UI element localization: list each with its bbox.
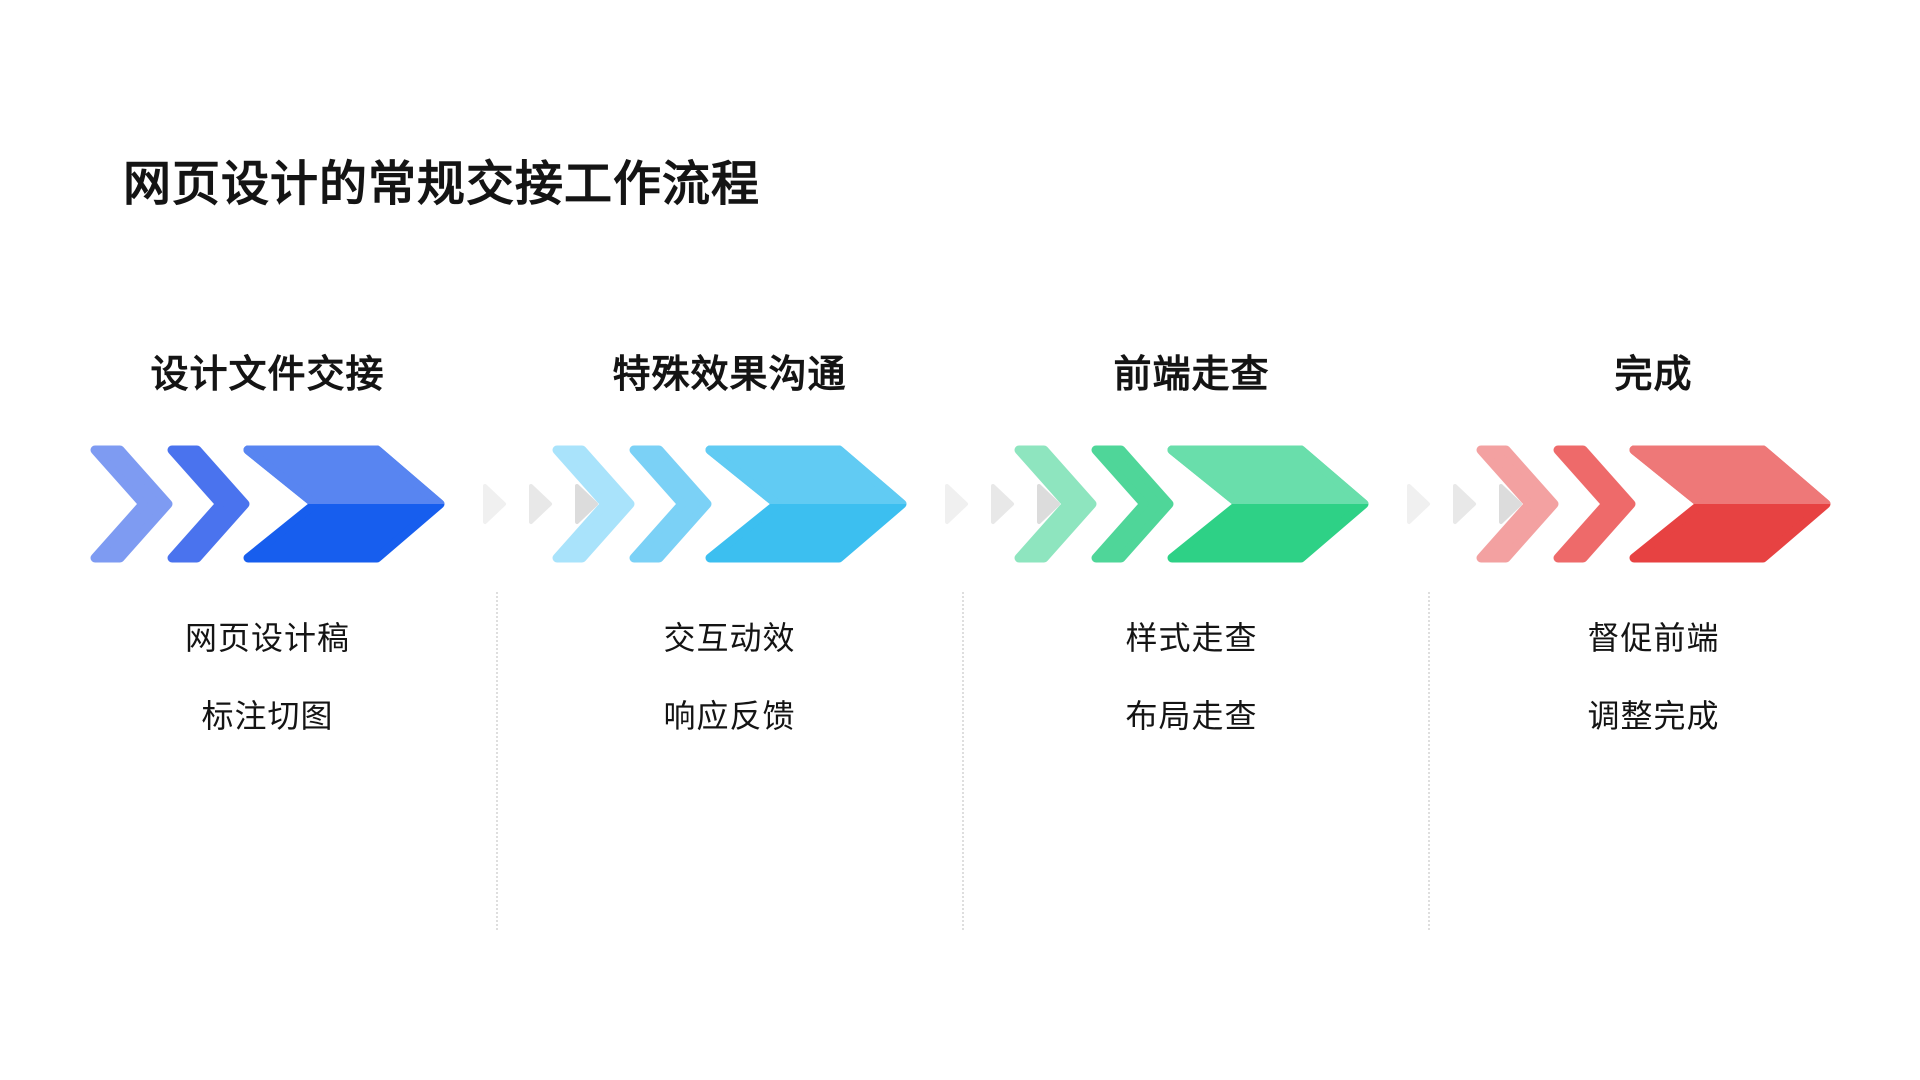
- small-chevron-1-icon: [552, 445, 635, 563]
- connector-triangle-icon: [1453, 484, 1476, 524]
- page-title: 网页设计的常规交接工作流程: [123, 158, 761, 212]
- connector-triangle-icon: [483, 484, 506, 524]
- big-arrow-top-half: [243, 445, 445, 504]
- small-chevron-1-icon: [1476, 445, 1559, 563]
- big-arrow-top-half: [1167, 445, 1369, 504]
- column-separator: [962, 592, 964, 930]
- stage-item: 标注切图: [201, 698, 334, 734]
- small-chevron-2-icon: [1553, 445, 1636, 563]
- stage-item: 督促前端: [1587, 620, 1720, 656]
- stage-column: 设计文件交接 网页设计稿 标注切图: [90, 0, 445, 1080]
- stage-connector: [483, 484, 598, 524]
- connector-triangle-icon: [1407, 484, 1430, 524]
- stage-arrow-graphic: [90, 445, 445, 563]
- stage-arrow-graphic: [1014, 445, 1369, 563]
- stage-title: 特殊效果沟通: [612, 354, 847, 396]
- stage-connector: [945, 484, 1060, 524]
- connector-triangle-icon: [945, 484, 968, 524]
- stage-arrow-graphic: [1476, 445, 1831, 563]
- big-arrow-top-half: [1629, 445, 1831, 504]
- stage-column: 特殊效果沟通 交互动效 响应反馈: [552, 0, 907, 1080]
- connector-triangle-icon: [575, 484, 598, 524]
- column-separator: [496, 592, 498, 930]
- small-chevron-2-icon: [1091, 445, 1174, 563]
- small-chevron-1-icon: [1014, 445, 1097, 563]
- connector-triangle-icon: [529, 484, 552, 524]
- stage-column: 完成 督促前端 调整完成: [1476, 0, 1831, 1080]
- stage-item: 布局走查: [1125, 698, 1258, 734]
- stage-item: 调整完成: [1587, 698, 1720, 734]
- connector-triangle-icon: [1499, 484, 1522, 524]
- stage-arrow-graphic: [552, 445, 907, 563]
- stage-item: 响应反馈: [663, 698, 796, 734]
- small-chevron-1-icon: [90, 445, 173, 563]
- stage-title: 设计文件交接: [150, 354, 385, 396]
- stage-title: 前端走查: [1113, 354, 1270, 396]
- stage-item: 网页设计稿: [184, 620, 350, 656]
- stage-connector: [1407, 484, 1522, 524]
- stage-column: 前端走查 样式走查 布局走查: [1014, 0, 1369, 1080]
- stage-item: 交互动效: [663, 620, 796, 656]
- column-separator: [1428, 592, 1430, 930]
- connector-triangle-icon: [1037, 484, 1060, 524]
- stage-item: 样式走查: [1125, 620, 1258, 656]
- small-chevron-2-icon: [629, 445, 712, 563]
- small-chevron-2-icon: [167, 445, 250, 563]
- stage-title: 完成: [1614, 354, 1693, 396]
- big-arrow-top-half: [705, 445, 907, 504]
- connector-triangle-icon: [991, 484, 1014, 524]
